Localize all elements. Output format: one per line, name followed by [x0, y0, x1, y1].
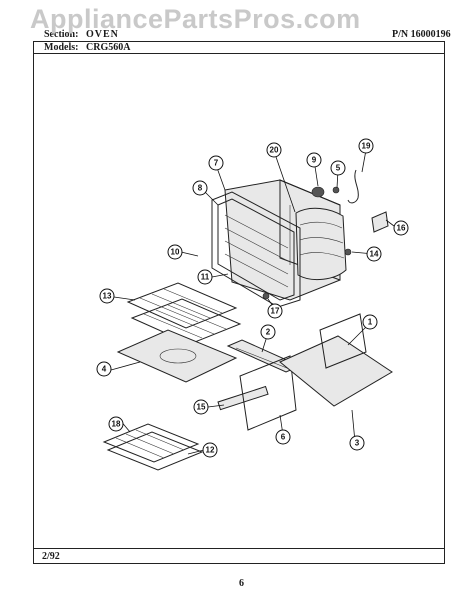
callout-2: 2 [260, 324, 276, 340]
svg-text:9: 9 [312, 156, 317, 165]
callout-20: 20 [266, 142, 282, 158]
igniter-bracket [262, 211, 389, 300]
svg-text:17: 17 [271, 307, 280, 316]
svg-text:2: 2 [266, 328, 271, 337]
svg-text:16: 16 [397, 224, 406, 233]
thermostat-bulb [311, 169, 359, 204]
callout-3: 3 [349, 435, 365, 451]
svg-text:19: 19 [362, 142, 371, 151]
callout-16: 16 [393, 220, 409, 236]
callout-1: 1 [362, 314, 378, 330]
oven-bottom [116, 329, 238, 383]
callout-14: 14 [366, 246, 382, 262]
callout-15: 15 [193, 399, 209, 415]
callout-5: 5 [330, 160, 346, 176]
callout-6: 6 [275, 429, 291, 445]
svg-text:5: 5 [336, 164, 341, 173]
svg-text:15: 15 [197, 403, 206, 412]
page-number: 6 [239, 578, 244, 589]
callout-7: 7 [208, 155, 224, 171]
svg-text:10: 10 [171, 248, 180, 257]
callout-8: 8 [192, 180, 208, 196]
revision-date: 2/92 [42, 551, 60, 562]
section-label: Section: [44, 29, 79, 40]
oven-racks [126, 282, 242, 345]
callout-9: 9 [306, 152, 322, 168]
footer-divider [33, 548, 445, 549]
callout-4: 4 [96, 361, 112, 377]
oven-floor-panel [279, 313, 393, 407]
svg-text:4: 4 [102, 365, 107, 374]
models-value: CRG560A [86, 42, 131, 53]
callout-18: 18 [108, 416, 124, 432]
models-row [33, 41, 445, 54]
svg-text:3: 3 [355, 439, 360, 448]
svg-text:12: 12 [206, 446, 215, 455]
callout-11: 11 [197, 269, 213, 285]
callout-13: 13 [99, 288, 115, 304]
oven-frame-gasket [211, 191, 301, 308]
svg-text:6: 6 [281, 433, 286, 442]
insulation-blanket [295, 207, 347, 281]
broiler-pan [102, 423, 204, 471]
svg-text:14: 14 [370, 250, 379, 259]
svg-text:18: 18 [112, 420, 121, 429]
svg-text:11: 11 [201, 273, 210, 282]
svg-text:8: 8 [198, 184, 203, 193]
watermark: AppliancePartsPros.com [30, 4, 361, 34]
callout-12: 12 [202, 442, 218, 458]
section-value: OVEN [86, 29, 119, 40]
diagram-frame [33, 41, 445, 564]
svg-text:7: 7 [214, 159, 219, 168]
svg-text:13: 13 [103, 292, 112, 301]
svg-text:20: 20 [270, 146, 279, 155]
callout-17: 17 [267, 303, 283, 319]
models-label: Models: [44, 42, 79, 53]
part-number: P/N 16000196 [392, 29, 451, 40]
callout-19: 19 [358, 138, 374, 154]
svg-text:1: 1 [368, 318, 373, 327]
callout-10: 10 [167, 244, 183, 260]
burner-baffle [239, 355, 297, 431]
